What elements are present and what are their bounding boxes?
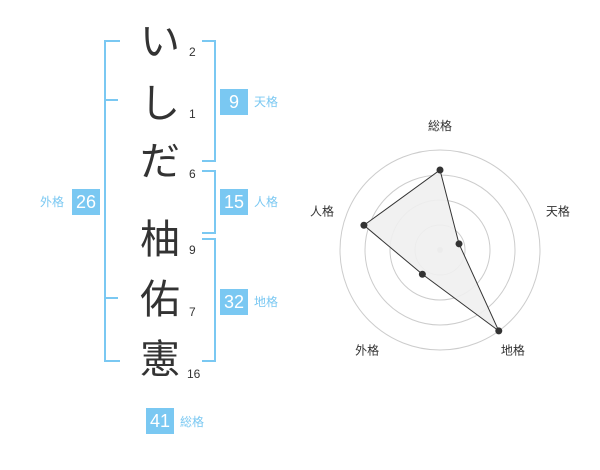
name-char-2: し bbox=[140, 81, 180, 127]
stroke-count-5: 7 bbox=[189, 305, 196, 319]
radar-area bbox=[363, 169, 500, 332]
name-char-4: 柚 bbox=[140, 217, 180, 263]
stroke-count-4: 9 bbox=[189, 243, 196, 257]
radar-axis-label-1: 総格 bbox=[428, 118, 452, 133]
radar-points bbox=[360, 166, 503, 335]
jinkaku-bracket bbox=[202, 170, 216, 234]
radar-point-4 bbox=[418, 270, 426, 278]
name-char-5: 佑 bbox=[140, 277, 180, 323]
tenkaku-value: 9 bbox=[220, 89, 248, 115]
jinkaku-value: 15 bbox=[220, 189, 248, 215]
radar-axis-label-3: 地格 bbox=[501, 342, 525, 357]
chikaku-value: 32 bbox=[220, 289, 248, 315]
bracket-tick bbox=[106, 99, 118, 101]
name-char-3: だ bbox=[140, 139, 180, 185]
radar-ring bbox=[339, 149, 541, 351]
soukaku-label: 総格 bbox=[180, 415, 205, 429]
radar-point-5 bbox=[360, 221, 368, 229]
jinkaku-label: 人格 bbox=[254, 195, 279, 209]
radar-point-2 bbox=[455, 240, 463, 248]
stroke-count-6: 16 bbox=[187, 367, 201, 381]
stroke-count-3: 6 bbox=[189, 167, 196, 181]
chikaku-label: 地格 bbox=[254, 295, 279, 309]
gaikaku-label: 外格 bbox=[40, 195, 65, 209]
radar-axis-label-2: 天格 bbox=[546, 204, 570, 219]
gaikaku-bracket bbox=[104, 40, 120, 362]
stroke-count-2: 1 bbox=[189, 107, 196, 121]
radar-point-3 bbox=[495, 327, 503, 335]
bracket-tick bbox=[106, 297, 118, 299]
soukaku-value: 41 bbox=[146, 408, 174, 434]
radar-axis-label-4: 外格 bbox=[355, 342, 379, 357]
tenkaku-bracket bbox=[202, 40, 216, 162]
radar-point-1 bbox=[436, 166, 444, 174]
stroke-count-1: 2 bbox=[189, 45, 196, 59]
chikaku-bracket bbox=[202, 238, 216, 362]
name-char-1: い bbox=[140, 19, 180, 65]
gaikaku-value: 26 bbox=[72, 189, 100, 215]
tenkaku-label: 天格 bbox=[254, 95, 279, 109]
name-char-6: 憲 bbox=[140, 337, 180, 383]
radar-axis-label-5: 人格 bbox=[310, 204, 334, 219]
